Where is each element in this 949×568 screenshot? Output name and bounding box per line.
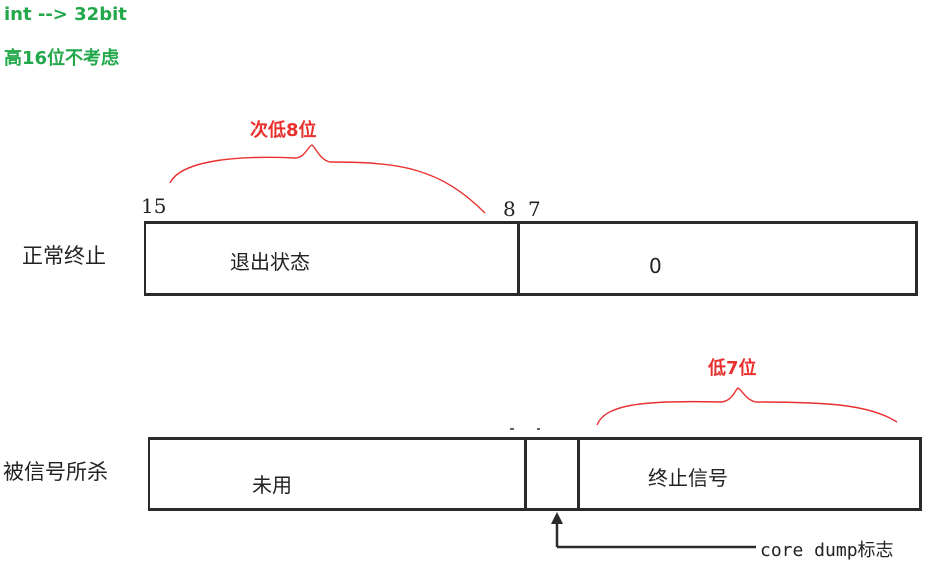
field-unused: 未用: [252, 473, 292, 497]
row-label-signal: 被信号所杀: [3, 460, 108, 484]
signal-divider-left: [524, 437, 527, 511]
bit-7-label: 7: [528, 197, 541, 221]
header-line-high16: 高16位不考虑: [4, 48, 120, 69]
upper-brace: [169, 144, 486, 214]
field-exit-status: 退出状态: [230, 250, 310, 274]
bit-8-label: 8: [503, 197, 516, 221]
normal-status-box: [144, 221, 918, 296]
normal-divider: [517, 221, 520, 296]
bit-15-label: 15: [141, 194, 167, 218]
signal-divider-right: [577, 437, 580, 511]
lower-brace-label: 低7位: [708, 358, 757, 379]
core-dump-arrow: [551, 512, 756, 549]
lower-brace: [596, 387, 898, 426]
field-term-signal: 终止信号: [648, 466, 728, 490]
signal-status-box: [148, 437, 922, 511]
header-line-int-32bit: int --> 32bit: [4, 4, 127, 25]
core-dump-label: core dump标志: [760, 540, 894, 561]
row-label-normal: 正常终止: [22, 244, 106, 268]
field-zero: 0: [649, 254, 662, 278]
upper-brace-label: 次低8位: [250, 120, 317, 141]
